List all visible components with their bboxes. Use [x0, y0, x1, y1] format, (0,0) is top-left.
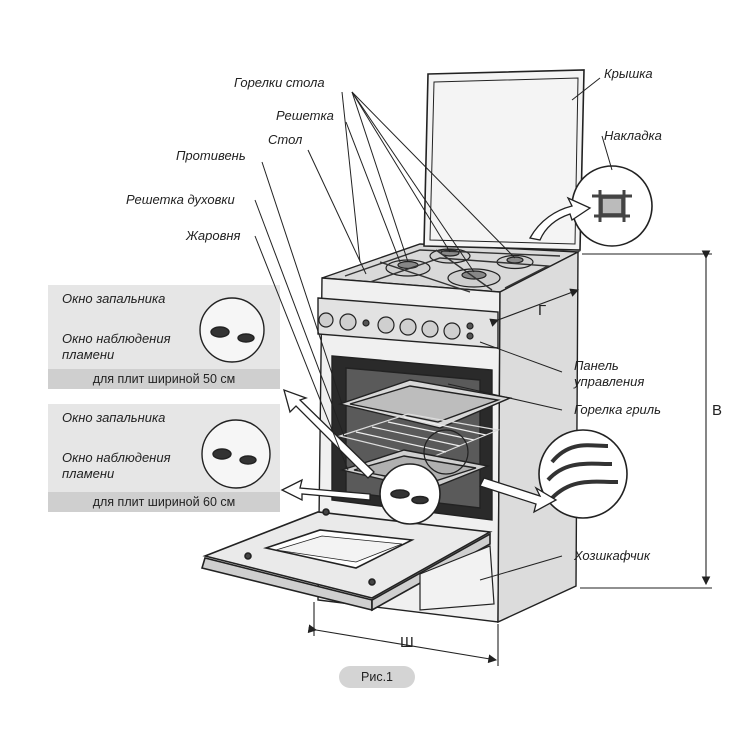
- zoom-grill-spot: [423, 429, 469, 475]
- zoom-grill-circle: [538, 429, 628, 519]
- storage-drawer: [419, 545, 495, 611]
- inset-caption-60cm: для плит шириной 60 см: [48, 492, 280, 512]
- dimension-height-label: В: [712, 402, 723, 419]
- igniter-window-label: Окно запальника: [62, 291, 166, 306]
- label-burners: Горелки стола: [234, 75, 325, 90]
- label-roasting-pan: Жаровня: [186, 228, 241, 243]
- dimension-width-label: Ш: [400, 634, 414, 651]
- flame-window-label-line2: пламени: [62, 347, 115, 362]
- figure-caption: Рис.1: [339, 666, 415, 688]
- flame-window-label: Окно наблюдения: [62, 450, 171, 465]
- callout-arrows: [280, 196, 592, 514]
- label-table: Стол: [268, 132, 303, 147]
- zoom-igniter-circle: [379, 463, 441, 525]
- inset-window-circle-60: [201, 419, 271, 489]
- inset-caption-50cm: для плит шириной 50 см: [48, 369, 280, 389]
- label-grill-burner: Горелка гриль: [574, 402, 661, 417]
- leader-lines: [254, 77, 613, 581]
- label-control-panel: Панель: [574, 358, 619, 373]
- grate: [344, 249, 561, 293]
- label-oven-rack: Решетка духовки: [126, 192, 235, 207]
- label-control-panel-line2: управления: [574, 374, 645, 389]
- label-storage-drawer: Хозшкафчик: [574, 548, 651, 563]
- zoom-overlay-circle: [571, 165, 653, 247]
- flame-window-label: Окно наблюдения: [62, 331, 171, 346]
- control-knobs: [318, 312, 474, 340]
- lid: [423, 69, 585, 251]
- dimension-lines: [307, 250, 712, 666]
- dimension-depth-label: Г: [538, 302, 547, 319]
- flame-window-label-line2: пламени: [62, 466, 115, 481]
- inset-window-circle-50: [199, 297, 265, 363]
- igniter-window-label: Окно запальника: [62, 410, 166, 425]
- label-baking-tray: Противень: [176, 148, 246, 163]
- label-overlay: Накладка: [604, 128, 662, 143]
- label-grate: Решетка: [276, 108, 334, 123]
- label-lid: Крышка: [604, 66, 653, 81]
